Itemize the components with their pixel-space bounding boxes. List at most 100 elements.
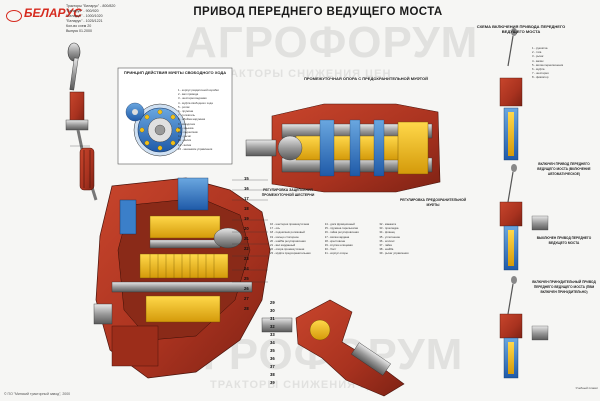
footer-text: © ПО "Минский тракторный завод", 2000 xyxy=(4,392,71,396)
legend-item: 22 - опора промежуточная xyxy=(270,247,305,252)
legend-item: 21 - вал карданный xyxy=(270,243,296,248)
stamp-label: Учебный плакат xyxy=(575,386,598,390)
callout-number: 16 xyxy=(244,186,249,191)
models-block: Тракторы "Беларус" - 800/820 "Беларус" -… xyxy=(66,4,116,33)
legend-item: 7 - шестерня xyxy=(532,71,549,76)
legend-item: 39 - рычаг управления xyxy=(379,251,409,256)
legend-item: 35 - уплотнение xyxy=(379,234,401,239)
legend-item: 3 - шестерня ведомая xyxy=(178,96,207,101)
legend-item: 7 - толкатель xyxy=(178,113,195,118)
callout-number: 19 xyxy=(244,216,249,221)
caption-freewheel: ПРИНЦИП ДЕЙСТВИЯ МУФТЫ СВОБОДНОГО ХОДА xyxy=(123,70,227,75)
legend-item: 23 - муфта предохранительная xyxy=(270,251,311,256)
callout-number: 22 xyxy=(244,246,249,251)
legend-item: 6 - пружина xyxy=(178,109,194,114)
caption-scheme-title: СХЕМА ВКЛЮЧЕНИЯ ПРИВОДА ПЕРЕДНЕГО ВЕДУЩЕ… xyxy=(476,24,566,34)
caption-reg-gears: РЕГУЛИРОВКА ЗАЦЕПЛЕНИЯ ПРОМЕЖУТОЧНОЙ ШЕС… xyxy=(261,188,315,197)
callout-number: 32 xyxy=(270,324,275,329)
brand-logo-icon xyxy=(6,10,22,22)
legend-item: 6 - муфта xyxy=(532,67,545,72)
legend-item: 5 - вилка переключения xyxy=(532,62,564,67)
callout-number: 28 xyxy=(244,306,249,311)
legend-item: 13 - валик xyxy=(178,138,192,143)
legend-item: 2 - тяга xyxy=(532,50,542,55)
legend-item: 9 - звездочка xyxy=(178,121,195,126)
page-title: ПРИВОД ПЕРЕДНЕГО ВЕДУЩЕГО МОСТА xyxy=(193,6,443,18)
callout-number: 20 xyxy=(244,226,249,231)
callout-number: 18 xyxy=(244,206,249,211)
watermark-sub: ТРАКТОРЫ СНИЖЕНИЯ ЦЕН xyxy=(215,68,392,80)
caption-pos-off: ВЫКЛЮЧЕН ПРИВОД ПЕРЕДНЕГО ВЕДУЩЕГО МОСТА xyxy=(536,236,592,245)
brand-name: БЕЛАРУС xyxy=(24,6,82,20)
transfer-case xyxy=(93,177,271,379)
legend-item: 38 - шайба xyxy=(379,247,394,252)
callout-number: 17 xyxy=(244,196,249,201)
legend-item: 37 - гайка xyxy=(379,243,392,248)
callout-number: 38 xyxy=(270,372,275,377)
legend-item: 8 - фиксатор xyxy=(532,75,549,80)
legend-item: 4 - валик xyxy=(532,58,544,63)
legend-item: 11 - подшипник xyxy=(178,130,198,135)
legend-item: 3 - рычаг xyxy=(532,54,544,59)
legend-item: 2 - вал привода xyxy=(178,92,199,97)
callout-number: 15 xyxy=(244,176,249,181)
callout-number: 24 xyxy=(244,266,249,271)
leader-lines xyxy=(70,145,268,283)
callout-number: 31 xyxy=(270,316,275,321)
callout-number: 39 xyxy=(270,380,275,385)
legend-item: 15 - механизм управления xyxy=(178,146,213,151)
legend-item: 36 - шплинт xyxy=(379,238,395,243)
legend-item: 30 - болт xyxy=(324,247,337,252)
callout-number: 30 xyxy=(270,308,275,313)
legend-item: 27 - вилка кардана xyxy=(324,234,350,239)
caption-intermediate: ПРОМЕЖУТОЧНАЯ ОПОРА С ПРЕДОХРАНИТЕЛЬНОЙ … xyxy=(304,76,428,81)
cardan-housing xyxy=(261,299,405,397)
callout-number: 33 xyxy=(270,332,275,337)
legend-item: 14 - вилка xyxy=(178,142,192,147)
legend-item: 16 - шестерня промежуточная xyxy=(270,222,310,226)
freewheel-inset xyxy=(117,67,233,165)
watermark-main: АГРОФОРУМ xyxy=(185,18,479,67)
legend-item: 1 - рукоятка xyxy=(532,46,548,50)
callout-number: 26 xyxy=(244,286,249,291)
legend-item: 19 - кольцо стопорное xyxy=(270,234,299,239)
callout-number: 37 xyxy=(270,364,275,369)
callout-number: 25 xyxy=(244,276,249,281)
legend-item: 29 - втулка шлицевая xyxy=(324,243,353,248)
callout-number: 34 xyxy=(270,340,275,345)
scheme-stacks xyxy=(499,28,549,379)
callout-number: 21 xyxy=(244,236,249,241)
legend-item: 34 - фланец xyxy=(379,230,396,235)
callout-number: 29 xyxy=(270,300,275,305)
legend-item: 8 - обойма наружная xyxy=(178,117,206,122)
intermediate-support xyxy=(245,103,441,193)
legend-item: 5 - ролик xyxy=(178,104,190,109)
legend-item: 33 - прокладка xyxy=(379,226,399,231)
legend-item: 4 - муфта свободного хода xyxy=(178,100,213,105)
control-lever xyxy=(65,42,98,201)
legend-item: 18 - подшипник роликовый xyxy=(270,230,305,235)
legend-item: 31 - корпус опоры xyxy=(324,251,348,256)
legend-item: 28 - крестовина xyxy=(324,238,345,243)
legend-item: 12 - рычаг xyxy=(178,134,192,139)
legend-item: 26 - гайка регулировочная xyxy=(324,230,359,235)
caption-reg-clutch: РЕГУЛИРОВКА ПРЕДОХРАНИТЕЛЬНОЙ МУФТЫ xyxy=(399,198,467,207)
legend-item: 17 - ось xyxy=(270,226,281,231)
legend-item: 1 - корпус раздаточной коробки xyxy=(178,88,219,92)
caption-pos-forced: ВКЛЮЧЕН ПРИНУДИТЕЛЬНЫЙ ПРИВОД ПЕРЕДНЕГО … xyxy=(532,280,596,294)
watermark-sub-2: ТРАКТОРЫ СНИЖЕНИЯ ЦЕН xyxy=(210,379,387,391)
callout-number: 36 xyxy=(270,356,275,361)
callout-number: 27 xyxy=(244,296,249,301)
legend-item: 32 - манжета xyxy=(379,222,397,226)
legend-item: 25 - пружина тарельчатая xyxy=(324,226,359,231)
legend-item: 20 - шайба регулировочная xyxy=(270,238,306,243)
legend-item: 10 - крышка xyxy=(178,125,194,130)
callout-number: 23 xyxy=(244,256,249,261)
legend-item: 24 - диск фрикционный xyxy=(324,222,355,226)
callout-number: 35 xyxy=(270,348,275,353)
caption-pos-auto: ВКЛЮЧЕН ПРИВОД ПЕРЕДНЕГО ВЕДУЩЕГО МОСТА … xyxy=(537,162,591,176)
